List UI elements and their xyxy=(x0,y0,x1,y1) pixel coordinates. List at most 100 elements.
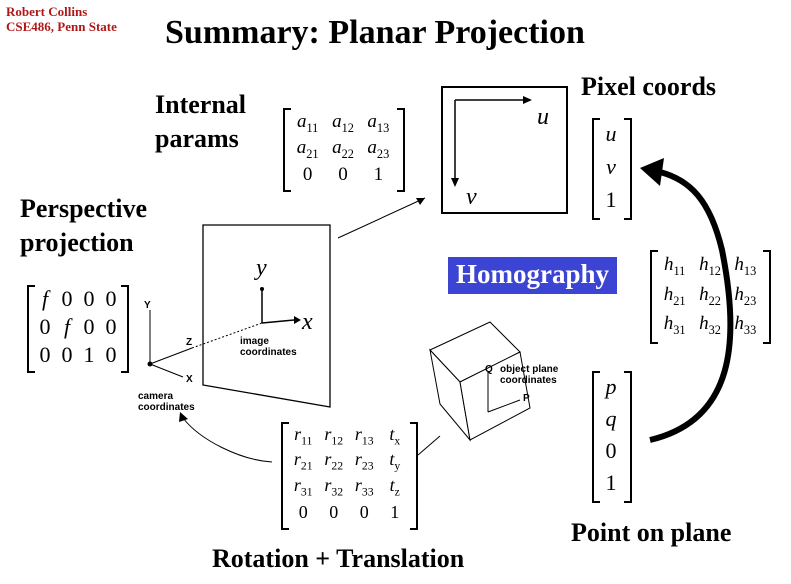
perspective-line2: projection xyxy=(20,228,134,257)
object-P-label: P xyxy=(523,393,530,404)
pixel-vector-cell: u xyxy=(605,121,617,147)
camera-X-label: X xyxy=(186,374,193,385)
homography-arrow xyxy=(649,169,734,443)
rt-to-camera-arrow xyxy=(182,417,273,463)
v-label: v xyxy=(466,184,477,210)
homography-matrix-cell: h12 xyxy=(699,254,721,279)
homography-matrix-cell: h11 xyxy=(663,254,686,279)
image-plane xyxy=(202,224,331,408)
rt-matrix-cell: r23 xyxy=(354,449,374,474)
rt-matrix-cell: r11 xyxy=(294,423,313,448)
plane-point-cell: 1 xyxy=(605,470,617,495)
rt-matrix-cell: 1 xyxy=(390,501,400,522)
camera-coords-line1: camera xyxy=(138,391,174,402)
slide-title: Summary: Planar Projection xyxy=(165,14,585,51)
rt-matrix-cell: ty xyxy=(389,449,401,474)
homography-matrix-cell: h31 xyxy=(663,312,686,337)
homography-matrix-cell: h22 xyxy=(699,283,721,308)
homography-matrix-cell: h21 xyxy=(663,283,686,308)
plane-point-right-bracket xyxy=(624,371,632,503)
homography-matrix-cell: h23 xyxy=(734,283,757,308)
rt-matrix-cell: 0 xyxy=(329,501,339,522)
pixel-frame xyxy=(441,86,568,214)
author-course: CSE486, Penn State xyxy=(6,19,117,34)
rt-matrix-cell: r12 xyxy=(324,423,344,448)
homography-matrix-cell: h33 xyxy=(734,312,757,337)
v-axis-arrowhead xyxy=(451,178,459,187)
image-x-axis xyxy=(261,319,295,324)
perspective-matrix-cell: 0 xyxy=(105,342,117,367)
object-plane-line2: coordinates xyxy=(500,375,557,386)
rt-matrix-cell: tx xyxy=(389,423,401,448)
object-plane-face xyxy=(459,351,531,441)
perspective-matrix-cell: 0 xyxy=(105,286,117,311)
homography-matrix: h11 h12 h13 h21 h22 h23 h31 h32 h33 xyxy=(657,252,763,340)
object-plane-coords-label: object plane coordinates xyxy=(500,364,558,386)
pixel-vector-cell: 1 xyxy=(605,186,617,212)
rt-matrix-cell: r31 xyxy=(293,474,313,499)
perspective-matrix-cell: 0 xyxy=(83,314,95,339)
internal-matrix-cell: a22 xyxy=(332,136,354,161)
internal-matrix-cell: a23 xyxy=(367,136,390,161)
perspective-matrix-cell: f xyxy=(63,314,71,339)
u-label: u xyxy=(537,104,549,130)
optical-axis-dotted xyxy=(191,322,263,349)
pixel-vector-right-bracket xyxy=(624,118,632,220)
image-coords-line2: coordinates xyxy=(240,347,297,358)
homography-matrix-cell: h13 xyxy=(734,254,757,279)
camera-z-axis xyxy=(149,347,193,365)
rt-matrix-cell: 0 xyxy=(359,501,369,522)
internal-matrix-cell: 0 xyxy=(302,164,313,185)
perspective-matrix-cell: 1 xyxy=(83,342,95,367)
object-plane-line1: object plane xyxy=(500,364,559,375)
internal-matrix-cell: 1 xyxy=(373,164,384,185)
rt-matrix-cell: r21 xyxy=(293,449,313,474)
u-axis-arrowhead xyxy=(523,96,532,104)
rt-matrix-cell: r32 xyxy=(324,474,344,499)
internal-params-line2: params xyxy=(155,124,239,153)
internal-matrix-right-bracket xyxy=(397,108,405,192)
rt-matrix-cell: r33 xyxy=(354,474,374,499)
x-label: x xyxy=(302,309,313,335)
perspective-line1: Perspective xyxy=(20,194,148,223)
homography-matrix-cell: h32 xyxy=(699,312,721,337)
image-coords-label: image coordinates xyxy=(240,336,297,358)
camera-Y-label: Y xyxy=(144,300,151,311)
plane-point-cell: 0 xyxy=(605,438,617,463)
camera-origin xyxy=(147,361,153,367)
perspective-matrix-cell: 0 xyxy=(61,286,73,311)
internal-matrix-cell: 0 xyxy=(338,164,348,185)
rt-matrix-cell: r22 xyxy=(324,449,344,474)
plane-point-cell: q xyxy=(605,406,617,431)
homography-label: Homography xyxy=(448,257,618,294)
camera-x-axis xyxy=(149,363,184,378)
image-to-pixel-arrowhead xyxy=(416,198,425,205)
perspective-matrix-cell: 0 xyxy=(39,314,51,339)
perspective-matrix-cell: 0 xyxy=(105,314,117,339)
object-to-rt-connector xyxy=(417,435,441,456)
homography-matrix-right-bracket xyxy=(763,250,771,344)
y-label: y xyxy=(256,255,267,281)
perspective-heading: Perspective projection xyxy=(20,192,147,260)
pixel-vector-cell: v xyxy=(606,153,616,179)
rotation-translation-heading: Rotation + Translation xyxy=(212,544,465,573)
internal-matrix-cell: a12 xyxy=(332,110,354,135)
author-name: Robert Collins xyxy=(6,4,88,19)
pixel-coords-heading: Pixel coords xyxy=(581,72,717,101)
rt-matrix-cell: 0 xyxy=(298,501,308,522)
rt-matrix-cell: r13 xyxy=(354,423,374,448)
plane-point-left-bracket xyxy=(592,371,600,503)
camera-coords-line2: coordinates xyxy=(138,402,195,413)
homography-arrowhead xyxy=(640,158,664,186)
rt-matrix-cell: tz xyxy=(389,474,400,499)
pixel-vector-left-bracket xyxy=(592,118,600,220)
image-to-pixel-arrow xyxy=(337,197,426,239)
rt-to-camera-arrowhead xyxy=(179,412,188,422)
